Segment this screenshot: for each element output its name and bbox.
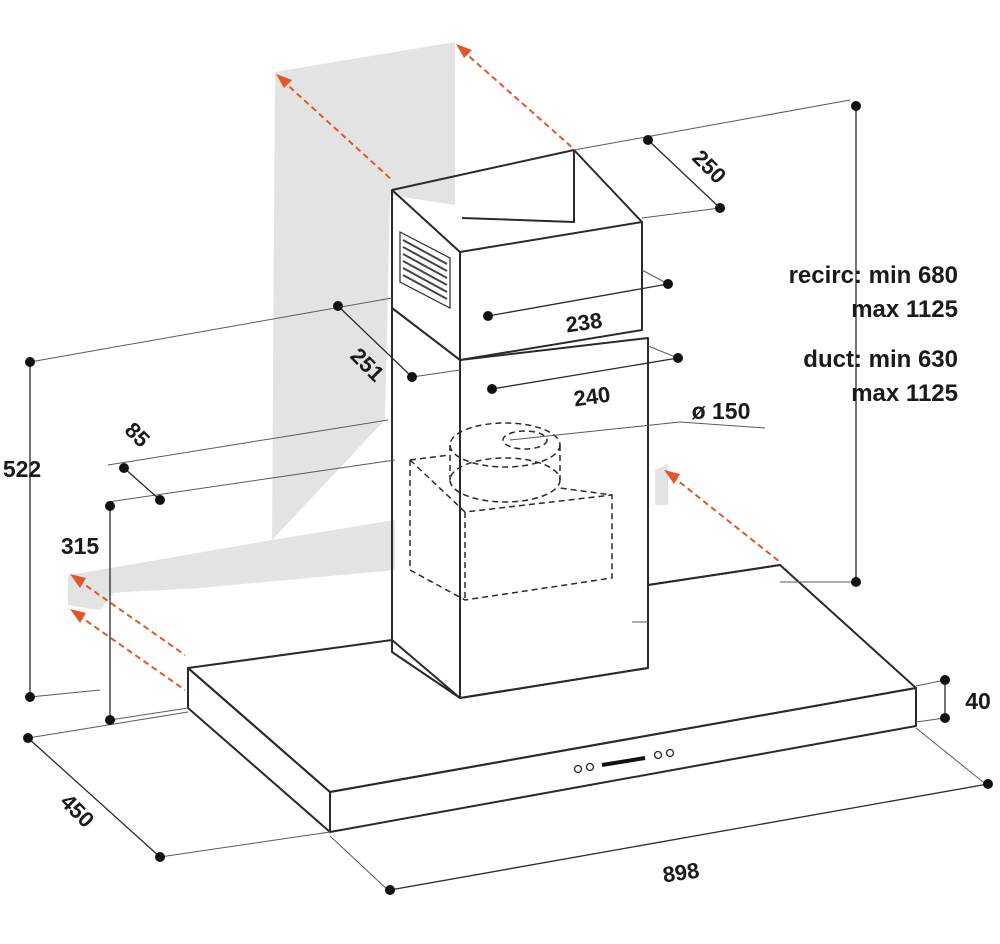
dim-dot [851,577,861,587]
canopy-back-edge [647,564,781,586]
chimney-top-back-edge [391,149,575,191]
dim-dot [851,101,861,111]
dim-dot [487,384,497,394]
canopy-left-face [187,667,331,833]
arrow-top-left [281,79,393,181]
recirc-min-label: recirc: min 680 [789,262,958,289]
dim-dot [407,372,417,382]
arrow-top-right [461,49,576,151]
arrow-head [70,574,86,588]
dim-dot [940,713,950,723]
dim-dot [333,301,343,311]
dim-label-240: 240 [572,382,612,412]
chimney-top-edge [573,149,643,223]
dim-dot [643,135,653,145]
dim-label-315: 315 [61,533,100,559]
dim-dot [105,715,115,725]
dim-dot [940,675,950,685]
arrow-head [456,44,472,58]
dim-dot [25,692,35,702]
dimension-labels: 250 238 240 251 85 522 315 ø 150 450 898… [3,145,991,888]
recirc-max-label: max 1125 [851,296,958,323]
hood-body [187,149,917,833]
dim-dot [983,779,993,789]
chimney-upper-front-face [459,221,643,361]
canopy-top [187,564,917,793]
chimney-lower-left-face [391,307,461,699]
dim-label-898: 898 [661,858,701,888]
dim-label-522: 522 [3,456,41,482]
dim-dot [23,733,33,743]
control-panel-icon [573,748,675,774]
dim-dot [385,885,395,895]
height-notes: recirc: min 680 max 1125 duct: min 630 m… [789,262,958,407]
dim-label-diameter: ø 150 [692,398,751,424]
dim-label-40: 40 [965,688,991,714]
dim-label-238: 238 [564,308,604,338]
wall-reference-arrows [70,44,781,691]
arrow-head [276,74,292,88]
dim-dot [155,852,165,862]
dim-dot [673,353,683,363]
dimension-lines [27,99,989,893]
dim-dot [119,463,129,473]
dimension-endpoints [23,101,993,895]
dim-label-250: 250 [687,145,731,189]
canopy-front-face [329,687,917,833]
arrow-head [664,470,680,484]
duct-min-label: duct: min 630 [803,346,958,373]
chimney-upper-back [461,150,575,223]
duct-max-label: max 1125 [851,380,958,407]
dim-dot [25,357,35,367]
dim-dot [105,501,115,511]
wall-silhouette [68,42,668,610]
dim-dot [715,203,725,213]
dim-dot [155,495,165,505]
arrow-right [671,475,781,563]
hidden-motor-outline [409,422,613,601]
grille-icon [399,231,451,309]
dim-label-85: 85 [120,417,155,452]
dim-dot [483,311,493,321]
arrow-head [70,609,86,623]
arrow-left-upper [77,579,186,656]
arrow-left-lower [77,614,186,691]
dim-dot [663,279,673,289]
